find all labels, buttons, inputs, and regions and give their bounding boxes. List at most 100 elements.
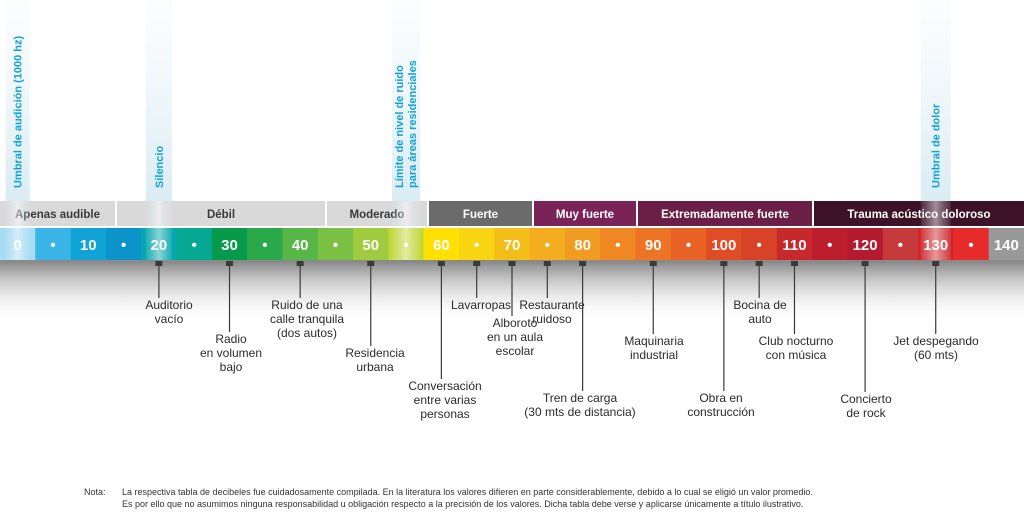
category-label: Débil xyxy=(207,209,235,221)
category-label: Apenas audible xyxy=(15,209,100,221)
scale-cell xyxy=(741,228,778,260)
annotation-label: Restaurante xyxy=(519,298,585,312)
annotation-label: escolar xyxy=(496,344,535,358)
note-line: La respectiva tabla de decibeles fue cui… xyxy=(122,487,813,497)
note-line: Es por ello que no asumimos ninguna resp… xyxy=(122,499,804,509)
marker-label: para áreas residenciales xyxy=(407,60,419,188)
marker-label: Silencio xyxy=(154,146,166,188)
scale-cell xyxy=(776,228,813,260)
category-segment xyxy=(534,201,636,226)
annotation-tick xyxy=(543,261,551,266)
annotation-tick xyxy=(473,261,481,266)
annotation-label: Radio xyxy=(215,332,247,346)
scale-value: 50 xyxy=(362,237,379,254)
marker-label: Límite de nivel de ruido xyxy=(394,65,406,188)
note-body: La respectiva tabla de decibeles fue cui… xyxy=(122,486,942,510)
scale-cell xyxy=(670,228,707,260)
marker-beam xyxy=(5,0,30,201)
scale-cell xyxy=(706,228,743,260)
scale-cell xyxy=(882,228,919,260)
annotation-tick xyxy=(437,261,445,266)
annotation-label: Auditorio xyxy=(145,298,193,312)
annotation-label: calle tranquila xyxy=(270,312,344,326)
annotation-label: Obra en xyxy=(699,391,742,405)
annotation-label: (dos autos) xyxy=(277,326,337,340)
scale-cell xyxy=(494,228,531,260)
category-segment xyxy=(429,201,532,226)
scale-value: 70 xyxy=(504,237,521,254)
scale-value: 90 xyxy=(645,237,662,254)
scale-cell xyxy=(70,228,107,260)
annotation-label: (30 mts de distancia) xyxy=(524,405,635,419)
annotation-label: Ruido de una xyxy=(271,298,343,312)
annotation-tick xyxy=(579,261,587,266)
annotation-label: Club nocturno xyxy=(759,334,834,348)
scale-dot: • xyxy=(192,237,197,254)
scale-cell xyxy=(35,228,72,260)
scale-cell xyxy=(423,228,460,260)
scale-cell xyxy=(211,228,248,260)
annotation-tick xyxy=(226,261,234,266)
scale-value: 10 xyxy=(80,237,97,254)
marker-beam-overlay xyxy=(920,201,951,260)
annotation-tick xyxy=(508,261,516,266)
scale-value: 140 xyxy=(994,237,1019,254)
annotation-label: personas xyxy=(420,407,469,421)
annotation-label: Alboroto xyxy=(493,316,538,330)
scale-cell xyxy=(529,228,566,260)
scale-dot: • xyxy=(262,237,267,254)
marker-beam xyxy=(920,0,951,201)
scale-value: 110 xyxy=(782,237,806,254)
category-label: Moderado xyxy=(350,209,405,221)
annotation-label: Bocina de xyxy=(733,298,787,312)
annotation-label: (60 mts) xyxy=(914,348,958,362)
annotation-label: en un aula xyxy=(487,330,543,344)
annotation-tick xyxy=(932,261,940,266)
scale-value: 30 xyxy=(221,237,238,254)
scale-cell xyxy=(953,228,990,260)
scale-value: 120 xyxy=(853,237,878,254)
scale-cell xyxy=(812,228,849,260)
annotation-label: de rock xyxy=(846,406,886,420)
marker-beam xyxy=(145,0,172,201)
annotation-label: construcción xyxy=(687,405,754,419)
annotation-label: bajo xyxy=(220,360,243,374)
annotation-label: Conversación xyxy=(408,379,481,393)
scale-cell xyxy=(317,228,354,260)
scale-dot: • xyxy=(898,237,903,254)
scale-dot: • xyxy=(827,237,832,254)
scale-cell xyxy=(353,228,390,260)
marker-label: Umbral de dolor xyxy=(931,103,943,188)
annotation-tick xyxy=(755,261,763,266)
marker-beams xyxy=(5,0,951,201)
annotation-label: auto xyxy=(748,312,772,326)
annotation-label: Residencia xyxy=(345,346,405,360)
scale-value: 60 xyxy=(433,237,450,254)
scale-cell xyxy=(847,228,884,260)
annotation-tick xyxy=(649,261,657,266)
scale-value: 80 xyxy=(574,237,591,254)
marker-beam-overlay xyxy=(392,201,421,260)
marker-beam-overlay xyxy=(145,201,172,260)
annotation-label: con música xyxy=(766,348,827,362)
scale-dot: • xyxy=(333,237,338,254)
note-label: Nota: xyxy=(84,487,106,497)
annotation-label: Lavarropas xyxy=(451,298,511,312)
annotation-tick xyxy=(790,261,798,266)
category-segment xyxy=(814,201,1024,226)
annotation-label: Concierto xyxy=(840,392,892,406)
annotation-label: Jet despegando xyxy=(893,334,979,348)
marker-beam-overlay xyxy=(5,201,30,260)
scale-dot: • xyxy=(474,237,479,254)
category-label: Muy fuerte xyxy=(556,209,614,221)
scale-dot: • xyxy=(757,237,762,254)
scale-cell xyxy=(247,228,284,260)
scale-cell xyxy=(635,228,672,260)
scale-cell xyxy=(176,228,213,260)
scale-cell xyxy=(600,228,637,260)
scale-cell xyxy=(459,228,495,260)
